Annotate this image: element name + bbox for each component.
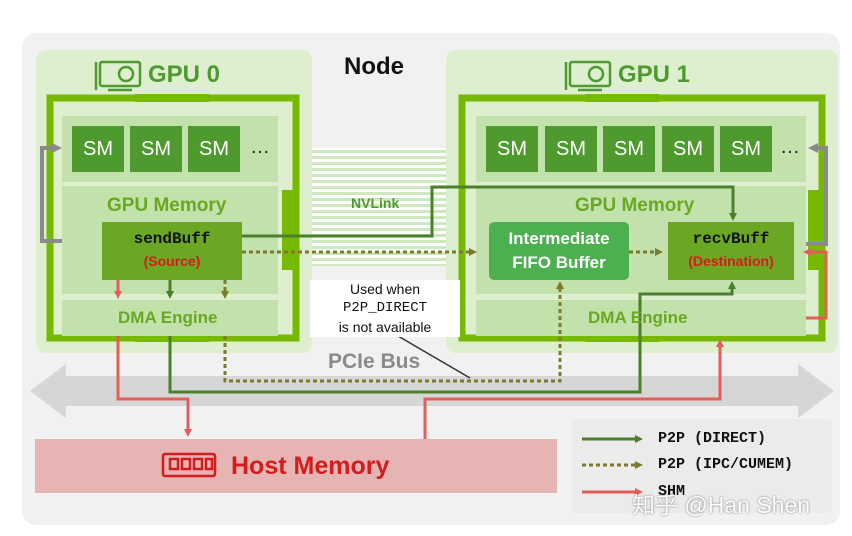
note-line-2: P2P_DIRECT bbox=[342, 300, 427, 316]
memory-stick-icon bbox=[161, 452, 217, 478]
gpu0-sm-2: SM bbox=[130, 126, 182, 172]
fifo-label-line2: FIFO Buffer bbox=[512, 253, 606, 272]
gpu1-fifo-box bbox=[489, 222, 629, 280]
recvbuff-label: recvBuff bbox=[692, 230, 770, 248]
gpu1-port-loop bbox=[806, 143, 828, 246]
gpu0-sm-1: SM bbox=[72, 126, 124, 172]
p2p-direct-path-nvlink bbox=[242, 185, 737, 238]
sendbuff-role: (Source) bbox=[143, 253, 201, 269]
gpu1-dma-label: DMA Engine bbox=[588, 308, 688, 327]
gpu1-title: GPU 1 bbox=[618, 61, 691, 88]
legend-direct-label: P2P (DIRECT) bbox=[658, 430, 767, 447]
gpu0-title: GPU 0 bbox=[148, 61, 221, 88]
recvbuff-role: (Destination) bbox=[688, 253, 774, 269]
p2p-direct-note: Used when P2P_DIRECT is not available bbox=[310, 280, 460, 337]
shm-path bbox=[116, 248, 828, 439]
note-leader-line bbox=[397, 335, 471, 379]
watermark: 知乎 @Han Shen bbox=[632, 492, 811, 518]
gpu1-recvbuff-box bbox=[668, 222, 794, 280]
gpu-card-icon bbox=[94, 60, 142, 92]
nvlink-band bbox=[312, 148, 446, 266]
note-line-1: Used when bbox=[349, 281, 421, 297]
fifo-label-line1: Intermediate bbox=[508, 229, 610, 248]
legend-shm-label: SHM bbox=[658, 483, 686, 500]
sendbuff-label: sendBuff bbox=[133, 230, 211, 248]
gpu0-port-loop bbox=[40, 143, 62, 243]
gpu0-sendbuff-box bbox=[102, 222, 242, 280]
note-line-3: is not available bbox=[338, 319, 432, 335]
legend-ipc-label: P2P (IPC/CUMEM) bbox=[658, 456, 794, 473]
node-label: Node bbox=[344, 53, 404, 80]
nvlink-label: NVLink bbox=[351, 195, 400, 211]
gpu-card-icon bbox=[564, 60, 612, 92]
host-memory-box bbox=[35, 439, 557, 493]
gpu1-memory-label: GPU Memory bbox=[575, 195, 695, 216]
gpu0-memory-label: GPU Memory bbox=[107, 195, 227, 216]
gpu1-sm-1: SM bbox=[486, 126, 538, 172]
gpu0-sm-3: SM bbox=[188, 126, 240, 172]
gpu1-sm-2: SM bbox=[545, 126, 597, 172]
host-memory-label: Host Memory bbox=[231, 452, 390, 480]
gpu0-dma-label: DMA Engine bbox=[118, 308, 218, 327]
gpu0-sm-ellipsis: … bbox=[250, 136, 270, 158]
gpu1-sm-3: SM bbox=[603, 126, 655, 172]
gpu1-sm-4: SM bbox=[662, 126, 714, 172]
pcie-label: PCIe Bus bbox=[328, 350, 421, 373]
gpu0-dma-area bbox=[62, 300, 278, 336]
gpu1-sm-5: SM bbox=[720, 126, 772, 172]
gpu1-sm-ellipsis: … bbox=[780, 136, 800, 158]
p2p-ipc-path bbox=[223, 248, 663, 383]
